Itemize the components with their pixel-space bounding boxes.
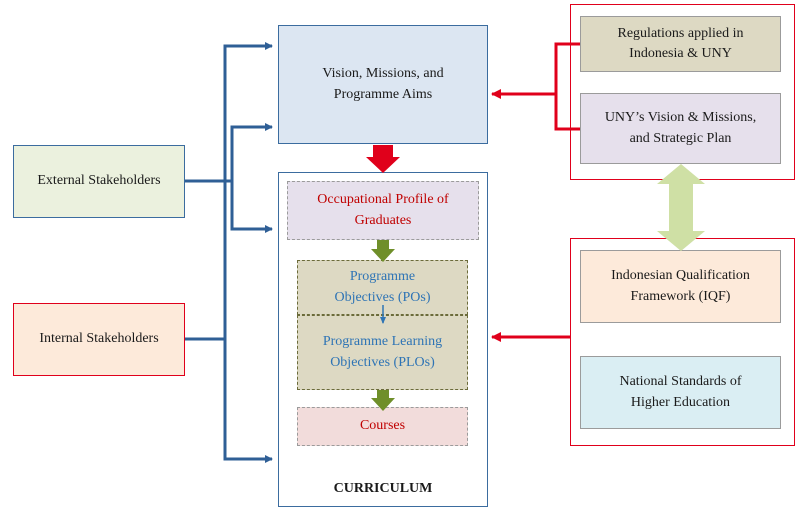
programme-learning-objectives-box: Programme Learning Objectives (PLOs) [297, 315, 468, 390]
national-standards-box: National Standards of Higher Education [580, 356, 781, 429]
uny-vision-box: UNY’s Vision & Missions, and Strategic P… [580, 93, 781, 164]
profile-to-pos-arrow [371, 240, 395, 262]
courses-box: Courses [297, 407, 468, 446]
uny-iqf-double-arrow [657, 164, 705, 251]
stakeholder-blue-arrows [185, 42, 273, 463]
iqf-box: Indonesian Qualification Framework (IQF) [580, 250, 781, 323]
plos-to-courses-arrow [371, 390, 395, 411]
vision-missions-box: Vision, Missions, and Programme Aims [278, 25, 488, 144]
vision-to-curriculum-arrow [366, 145, 400, 173]
occupational-profile-box: Occupational Profile of Graduates [287, 181, 479, 240]
regulations-box: Regulations applied in Indonesia & UNY [580, 16, 781, 72]
curriculum-label: CURRICULUM [333, 480, 433, 496]
external-stakeholders-box: External Stakeholders [13, 145, 185, 218]
internal-stakeholders-box: Internal Stakeholders [13, 303, 185, 376]
regulations-red-arrow [491, 42, 580, 131]
